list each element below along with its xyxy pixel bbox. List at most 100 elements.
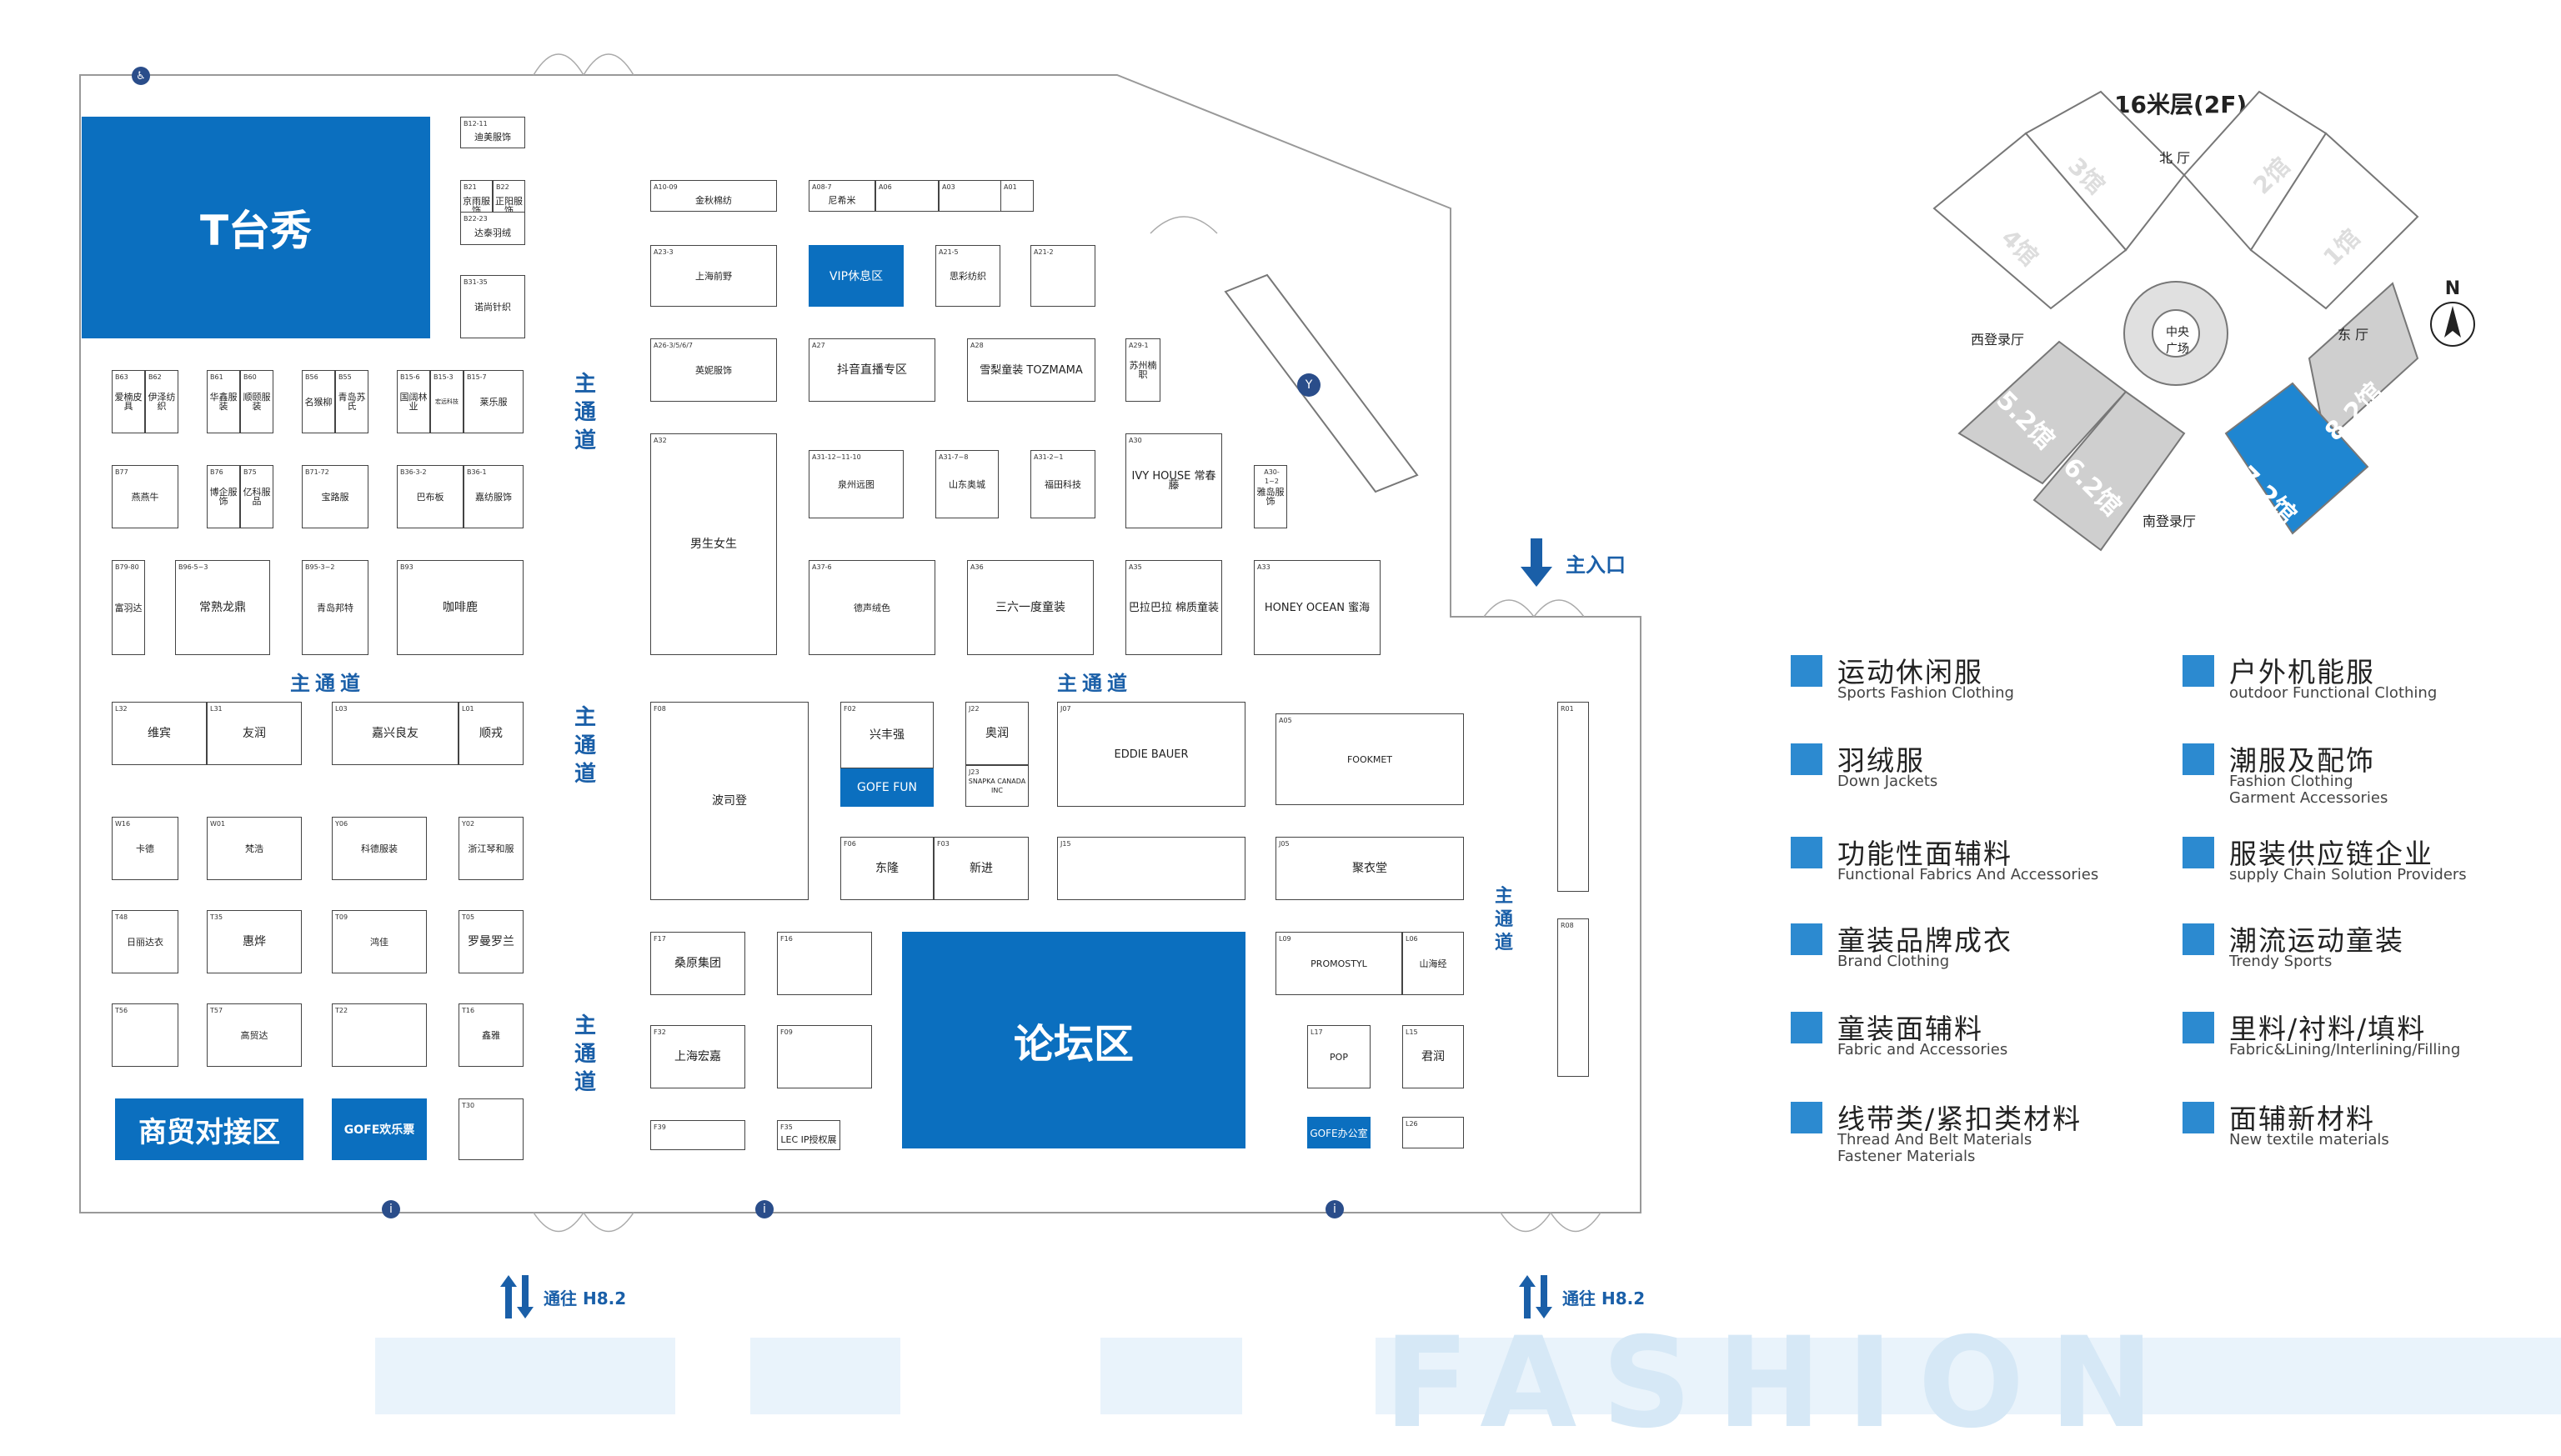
booth[interactable]: F16 <box>777 932 872 995</box>
vip-lounge[interactable]: VIP休息区 <box>809 245 904 307</box>
to-h82-left[interactable]: 通往 H8.2 <box>500 1275 626 1318</box>
gofe-office[interactable]: GOFE办公室 <box>1307 1117 1371 1148</box>
legend-cn: 里料/衬料/填料 <box>2229 1013 2427 1045</box>
booth-code: A21-2 <box>1034 248 1054 256</box>
legend-cn: 运动休闲服 <box>1837 656 1983 688</box>
booth[interactable]: A01 <box>1000 180 1034 212</box>
trade-matching-area[interactable]: 商贸对接区 <box>115 1098 303 1160</box>
to-h82-right[interactable]: 通往 H8.2 <box>1519 1275 1645 1318</box>
t-show-area[interactable]: T台秀 <box>82 117 430 338</box>
legend-en: Sports Fashion Clothing <box>1837 684 2014 702</box>
booth[interactable]: A21-2 <box>1030 245 1095 307</box>
booth[interactable]: A06 <box>875 180 939 212</box>
booth-name: 诺尚针织 <box>474 301 511 313</box>
booth-name: IVY HOUSE 常春藤 <box>1131 470 1216 492</box>
booth[interactable]: T22 <box>332 1003 427 1067</box>
gofe-fun-booth[interactable]: GOFE FUN <box>840 768 934 807</box>
forum-area[interactable]: 论坛区 <box>902 932 1245 1148</box>
booth[interactable]: J15 <box>1057 837 1245 900</box>
booth[interactable]: F09 <box>777 1025 872 1088</box>
booth[interactable]: T30 <box>459 1098 524 1160</box>
booth[interactable]: R01 <box>1557 702 1589 892</box>
booth[interactable]: F39 <box>650 1120 745 1150</box>
booth[interactable]: T56 <box>112 1003 178 1067</box>
gofe-fun-zone[interactable]: GOFE欢乐票 <box>332 1098 427 1160</box>
booth[interactable]: R08 <box>1557 918 1589 1077</box>
booth[interactable]: L26 <box>1402 1117 1464 1148</box>
booth-name: 三六一度童装 <box>995 600 1065 614</box>
main-entrance-marker[interactable]: 主入口 <box>1521 538 1626 587</box>
